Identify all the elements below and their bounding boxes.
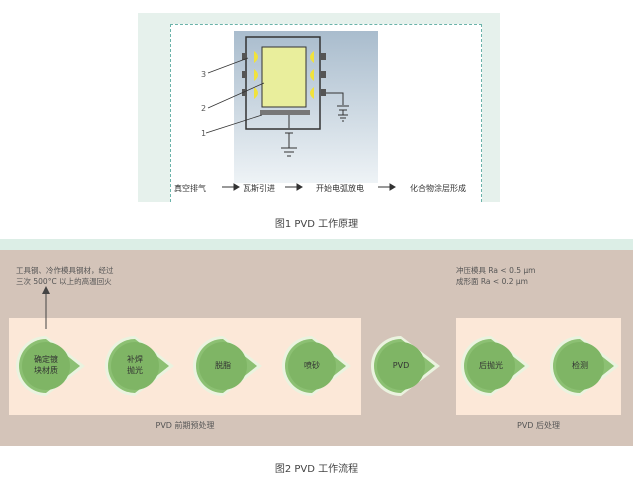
preprocess-label: PVD 前期预处理 [155,421,215,430]
postprocess-label: PVD 后处理 [517,421,560,430]
flow-node-shape [105,336,174,396]
right-targets [310,51,326,99]
substrate-holder [260,110,310,115]
note-left: 工具钢、冷作模具钢材，经过 三次 500°C 以上的高温回火 [16,266,114,286]
flow-node-shape [282,336,351,396]
step-arrows [222,183,396,191]
flow-node-shape [16,336,85,396]
workpiece [261,46,307,108]
callout-3: 3 [201,70,207,79]
flow-node-shape [461,336,530,396]
node-inspection: 检测 [572,361,588,370]
step-coating: 化合物涂层形成 [410,184,466,193]
figure1-caption: 图1 PVD 工作原理 [274,219,359,230]
figure2-top-strip [0,239,633,251]
node-degrease: 脱脂 [215,361,231,370]
callout-1: 1 [201,129,207,138]
note-right: 冲压模具 Ra < 0.5 μm 成形面 Ra < 0.2 μm [456,266,536,286]
node-material: 确定镀 块材质 [34,355,58,375]
node-sandblast: 喷砂 [304,361,320,370]
process-steps: 真空排气 瓦斯引进 开始电弧放电 化合物涂层形成 [172,183,478,197]
left-targets [242,51,258,99]
pvd-principle-diagram [205,31,396,191]
node-post-polish: 后抛光 [479,361,503,370]
node-pvd: PVD [392,361,410,370]
pvd-flow-diagram [16,286,619,396]
flow-node-shape [550,336,619,396]
flow-node-shape [193,336,262,396]
step-vacuum: 真空排气 [174,184,206,193]
flow-node-shape [371,336,440,396]
step-arc: 开始电弧放电 [316,184,364,193]
step-gas: 瓦斯引进 [243,184,275,193]
callout-2: 2 [201,104,207,113]
node-weld-polish: 补焊 抛光 [127,355,143,375]
figure2-caption: 图2 PVD 工作流程 [274,464,359,475]
